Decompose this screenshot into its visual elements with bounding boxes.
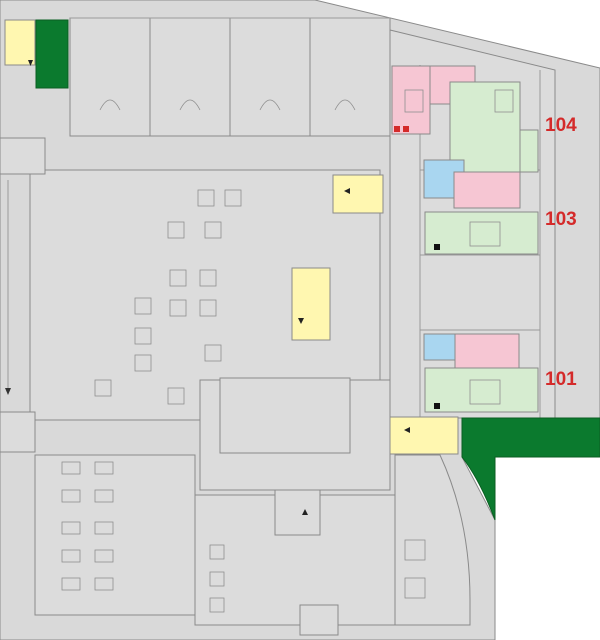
green-area-northwest — [35, 19, 69, 89]
top-cells — [69, 17, 391, 137]
south-rooms — [194, 454, 471, 636]
dining-area — [34, 454, 196, 616]
room-number-101: 101 — [545, 369, 577, 390]
apartment-101 — [423, 333, 539, 413]
room-number-104: 104 — [545, 115, 577, 136]
room-number-103: 103 — [545, 209, 577, 230]
central-hall — [29, 169, 391, 491]
stairwells — [4, 19, 459, 515]
apartment-103 — [424, 211, 539, 255]
apartment-104 — [391, 65, 539, 209]
west-corridor — [0, 137, 46, 453]
green-area-southeast — [461, 417, 600, 521]
